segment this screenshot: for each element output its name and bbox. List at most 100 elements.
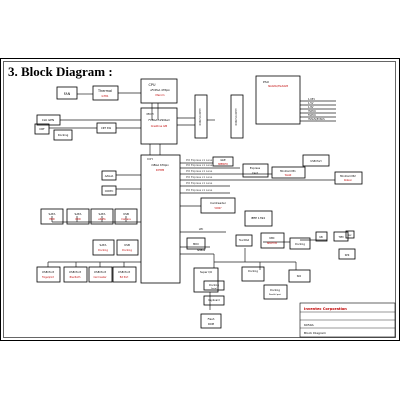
psu-out-6: 3VSUS/5VSUS (308, 118, 325, 121)
docking-port-label: Docking (295, 243, 305, 246)
kb-box (315, 231, 328, 242)
ec-ext-box (193, 267, 219, 293)
usb1-box (114, 208, 138, 225)
ich-sub1: mBGA 676pin (151, 163, 169, 167)
smbus-label: SMBus (197, 249, 206, 252)
ich-box (140, 154, 181, 284)
kb-label: KB (319, 236, 323, 239)
svg-text:PCI Express x1 Lane: PCI Express x1 Lane (186, 169, 213, 173)
sata4-sub: Docking (98, 249, 108, 252)
lpc-docking-box (241, 266, 265, 282)
sata1-sub: HDD (49, 218, 55, 221)
minicard1-sub: WLAN (285, 174, 292, 177)
minicard2-box (334, 171, 363, 185)
bus-labels: PCI Express x1 Lane PCI Express x1 Lane … (186, 158, 213, 192)
psu-box (255, 75, 301, 125)
usbport-b-label: USB Port (69, 270, 82, 274)
cardreader-label: Cardreader (210, 201, 227, 205)
fan-label: FAN (64, 92, 71, 96)
mch-box (140, 107, 178, 145)
crt-box (34, 123, 50, 135)
svg-text:PCI Express x1 Lane: PCI Express x1 Lane (186, 188, 213, 192)
ec-ext-label: Super I/O (200, 270, 212, 274)
dpp-label: Docking (270, 289, 280, 292)
psu-out-2: 1.5V (308, 102, 314, 105)
ich-label: ICH (147, 157, 152, 161)
cpu-box (140, 78, 178, 104)
dpp-sub: Parallel port (269, 293, 281, 296)
sata2-box (66, 208, 90, 225)
ddrii-a-label: DDRII SO-DIMM (199, 108, 202, 125)
usbport-a-box (36, 266, 61, 283)
ex-box (302, 154, 330, 167)
sata4-label: SATA (100, 243, 107, 247)
spk-box (338, 248, 356, 260)
usb2-label: USB (124, 243, 130, 247)
expresscard-box (242, 163, 269, 178)
psu-out-4: 3VPCU (308, 110, 316, 113)
usb2-sub: Docking (122, 249, 132, 252)
minicard2-sub: Robson (344, 179, 353, 182)
connections (47, 92, 336, 310)
bios-label: Flash (208, 317, 215, 321)
mch-label: MCH (147, 112, 154, 116)
doc-name: Block Diagram (304, 331, 326, 335)
kbc-sub: NPCE795 (267, 242, 278, 245)
sata4-box (92, 239, 115, 256)
psu-label: PSU (263, 80, 269, 84)
usbport-c-sub: Card reader (94, 276, 107, 279)
thermal-label: Thermal (97, 89, 112, 93)
minicard1-box (271, 166, 306, 179)
touchpad-label: TouchPad (239, 239, 250, 242)
sata3-sub: eSATA (98, 218, 106, 221)
minicard1-label: MiniCard B1 (280, 169, 296, 173)
lpc-docking-label: Docking (248, 270, 258, 273)
ddrii-a-box (194, 94, 208, 139)
audio-label: AZALIA (105, 175, 114, 178)
svg-text:PCI Express x1 Lane: PCI Express x1 Lane (186, 181, 213, 185)
keyboard-box (203, 295, 225, 306)
usbport-c-label: USB Port (94, 270, 107, 274)
psu-sub: ISL6262/ISL6228 (268, 85, 289, 88)
usbport-a-label: USB Port (42, 270, 55, 274)
docking1-box (53, 129, 73, 141)
kbc-box (260, 232, 285, 249)
usb-port-label: USB Port (310, 159, 321, 163)
mch-sub1: FCBGA 1299ball (149, 118, 170, 122)
ich-sub2: ICH8M (156, 168, 164, 172)
touchpad-box (235, 234, 253, 247)
model-name: 6050A (304, 323, 315, 327)
spk-label: SPK (345, 254, 350, 257)
svg-text:PCI Express x1 Lane: PCI Express x1 Lane (186, 175, 213, 179)
usbport-d-label: USB Port (118, 270, 131, 274)
usb2-box (116, 239, 139, 256)
kbc-label: KBC (269, 236, 274, 240)
sata2-label: SATA (75, 212, 82, 216)
ddrii-b-label: DDRII SO-DIMM (235, 108, 238, 125)
bios-box (200, 313, 222, 329)
gbe-sub: 88E8055 (218, 163, 228, 166)
docking-port-box (289, 237, 311, 250)
thermal-sub: G781 (102, 94, 109, 98)
ddrii-b-box (230, 94, 244, 139)
cardreader-box (200, 197, 236, 214)
page-frame (0, 58, 400, 341)
page-heading: 3. Block Diagram : (8, 64, 113, 79)
expresscard-label: Express (250, 166, 261, 170)
ieee1394-label: IEEE 1394 (251, 216, 265, 220)
fan-box (56, 86, 78, 100)
sata3-label: SATA (99, 212, 106, 216)
usbport-b-sub: BlueTooth (70, 276, 81, 279)
psu-out-1: 1.05V (308, 98, 315, 101)
thermal-box (92, 85, 119, 101)
docking-serial-box (203, 280, 225, 291)
usbport-d-box (112, 266, 137, 283)
docking1-label: Docking (58, 133, 69, 137)
sata1-label: SATA (49, 212, 56, 216)
sata2-sub: ODD (75, 218, 81, 221)
psu-out-3: 1.8V (308, 106, 314, 109)
crt-sw-label: CRT SW (101, 126, 111, 130)
psu-out-5: 5VPCU (308, 114, 316, 117)
